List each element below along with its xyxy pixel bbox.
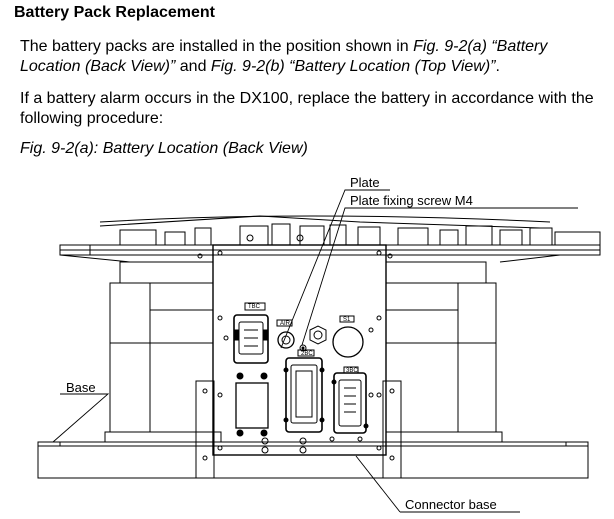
leader-lines (52, 189, 578, 513)
body-steps-right (385, 261, 497, 433)
air-tag: AIR (280, 321, 291, 327)
tbc-tag: TBC (248, 304, 261, 310)
s1-cover (332, 315, 364, 358)
side-brackets (195, 380, 402, 479)
intro-text-3: . (495, 58, 500, 75)
2bc-connector (283, 349, 325, 433)
figure-ref-back-view[interactable]: Fig. 9-2(a) “Battery Location (Back View… (20, 38, 548, 75)
3bc-tag: 3BC (346, 368, 358, 374)
air-fitting (276, 319, 295, 349)
section-heading: Battery Pack Replacement (14, 4, 215, 21)
top-structure (59, 215, 601, 263)
3bc-connector (331, 366, 369, 434)
2bc-tag: 2BC (301, 351, 313, 357)
battery-cover (235, 372, 269, 437)
base-label: Base (66, 380, 96, 395)
procedure-paragraph: If a battery alarm occurs in the DX100, … (20, 90, 594, 127)
body-steps-left (109, 261, 214, 433)
battery-location-figure: TBC AIR S1 2BC 3BC Plate Plate fixing sc… (0, 170, 614, 519)
s1-tag: S1 (343, 317, 351, 323)
tbc-connector (233, 302, 269, 364)
center-plate (212, 244, 387, 456)
plate-screw-label: Plate fixing screw M4 (350, 193, 473, 208)
connector-base-label: Connector base (405, 497, 497, 512)
intro-text-2: and (175, 58, 211, 75)
intro-text-1: The battery packs are installed in the p… (20, 38, 414, 55)
plate-label: Plate (350, 175, 380, 190)
cable-gland (299, 325, 327, 352)
intro-paragraph: The battery packs are installed in the p… (20, 37, 600, 77)
lower-fittings (223, 327, 374, 454)
figure-ref-top-view[interactable]: Fig. 9-2(b) “Battery Location (Top View)… (210, 58, 496, 75)
figure-caption: Fig. 9-2(a): Battery Location (Back View… (20, 140, 308, 157)
